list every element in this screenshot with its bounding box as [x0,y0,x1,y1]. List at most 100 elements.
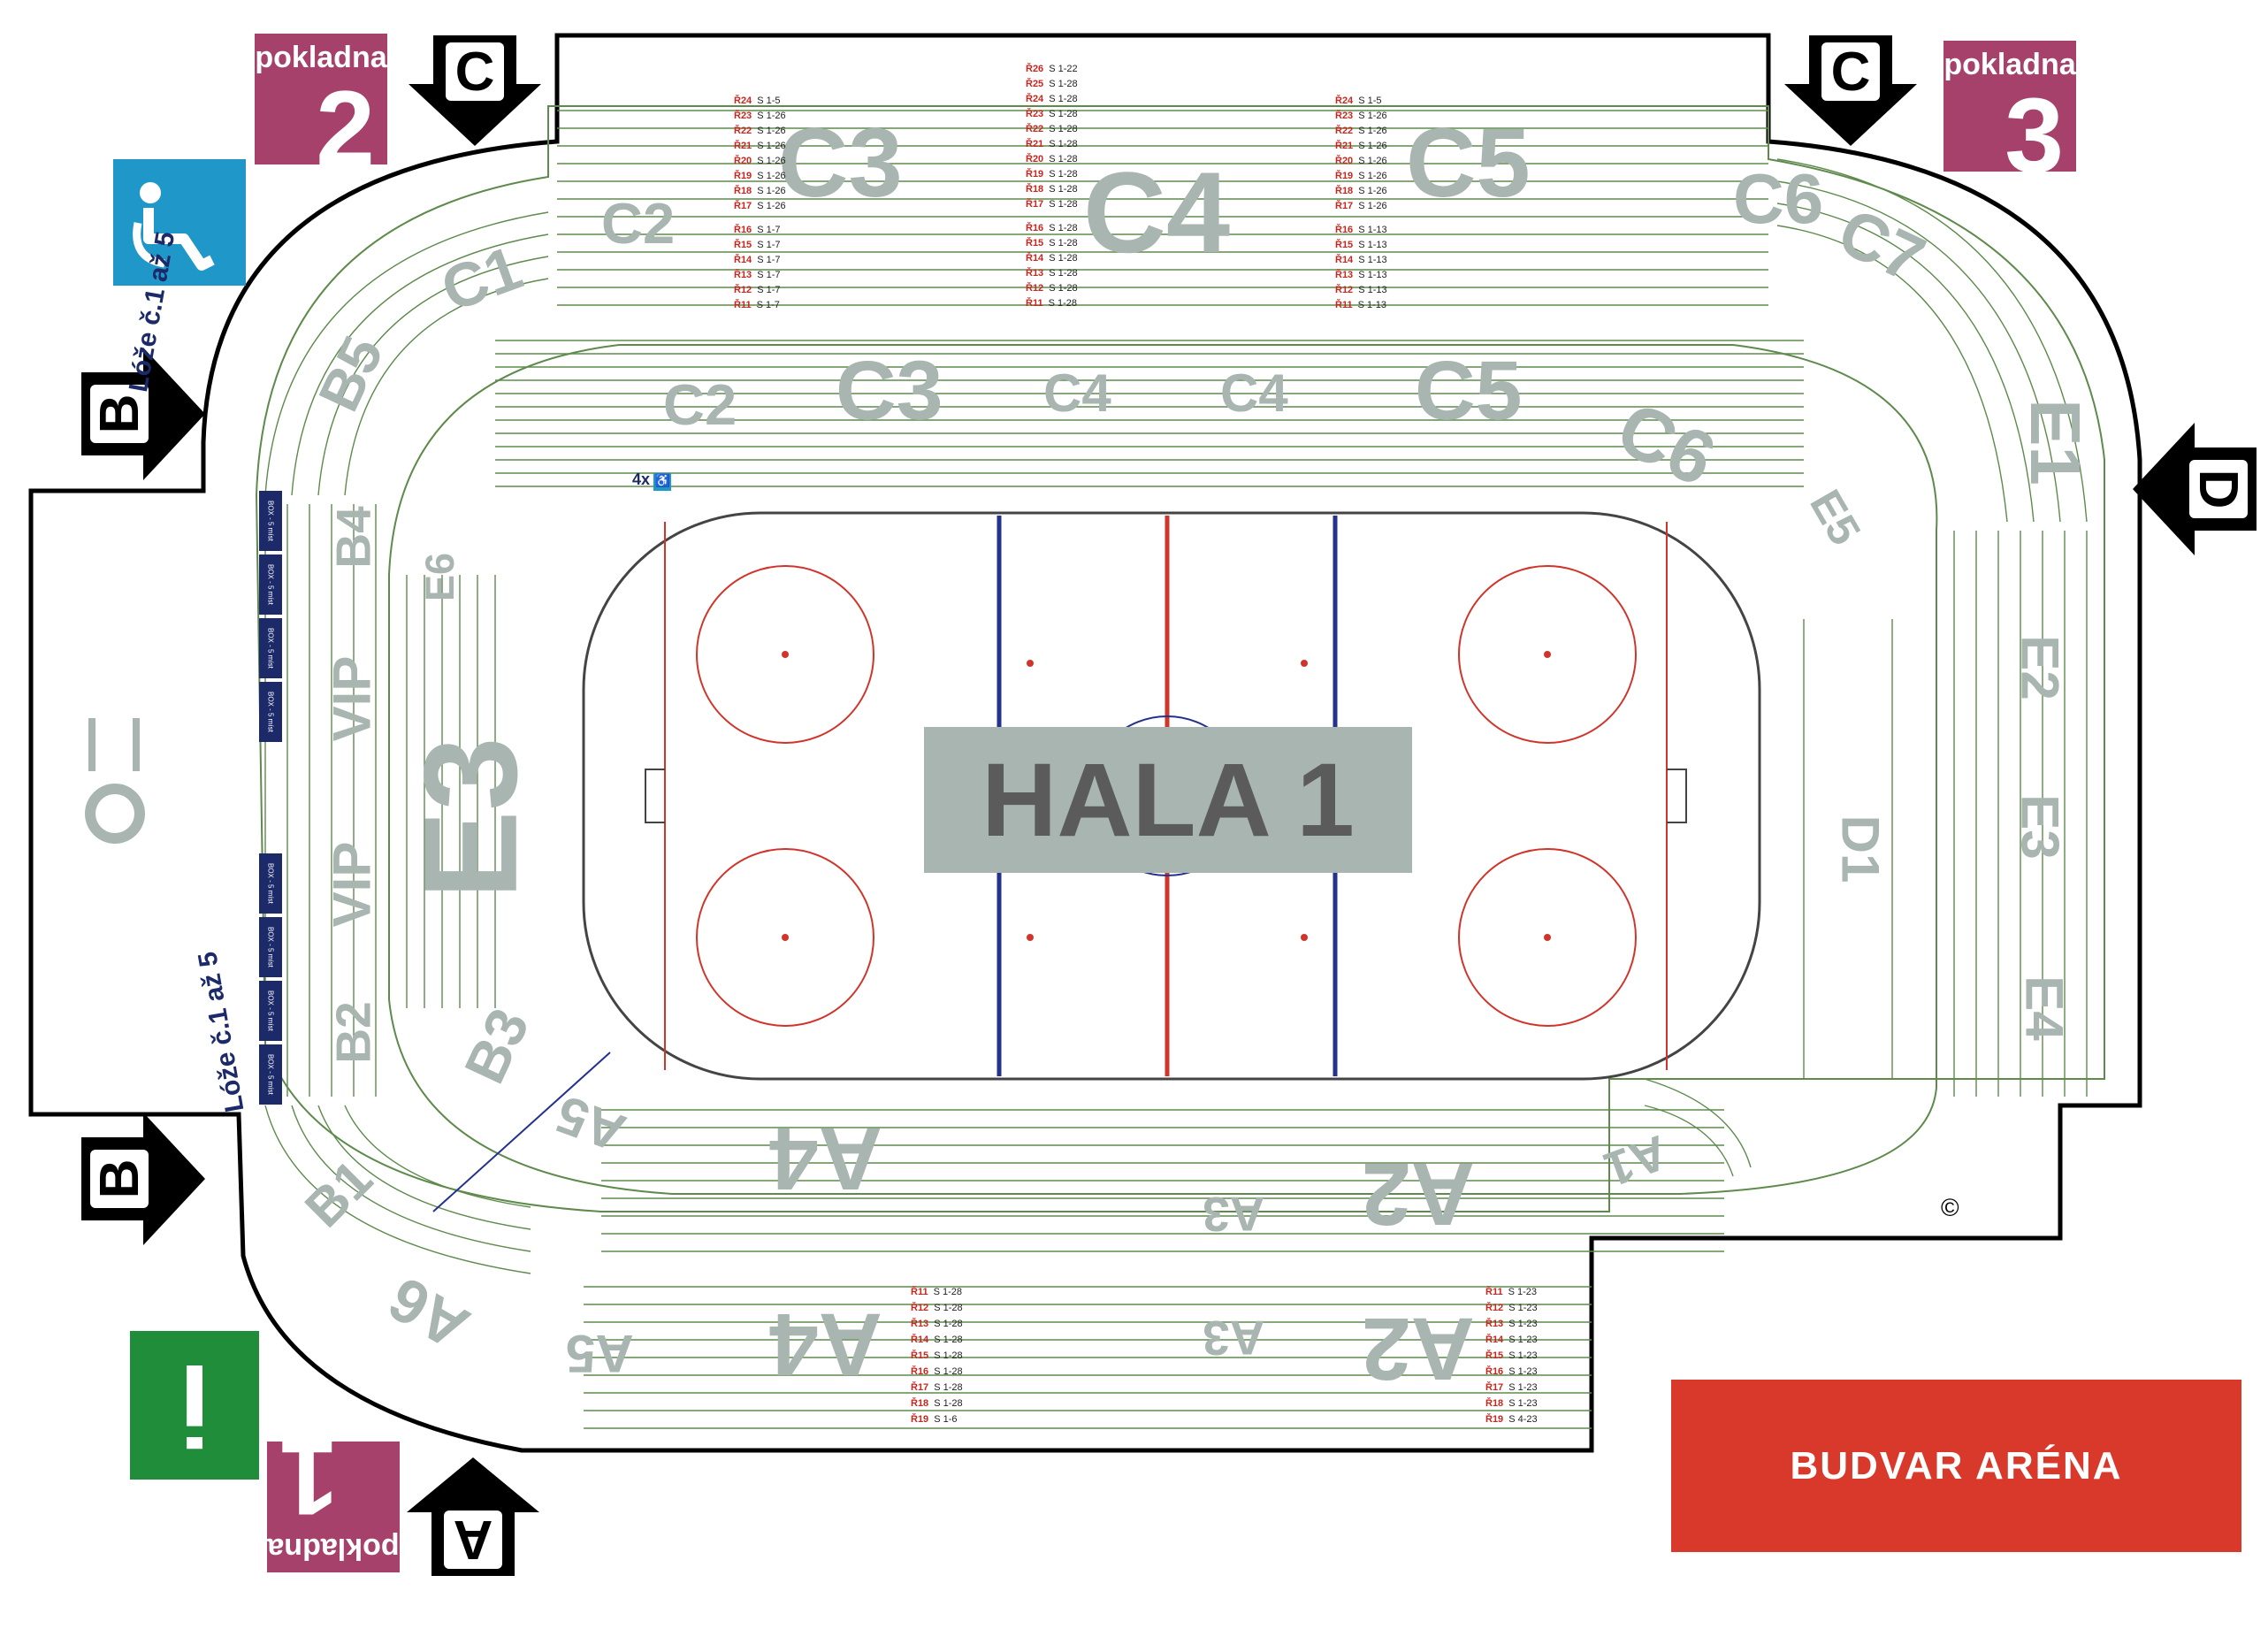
section-e4: E4 [2014,975,2074,1041]
section-e2: E2 [2010,635,2070,700]
gate-b-label: B [89,385,150,443]
seating-rows-corners [264,158,2088,1274]
section-c4-lower-left: C4 [1043,363,1111,423]
box-item: BOX - 5 míst [259,853,282,914]
section-a5-lower: A5 [566,1324,634,1383]
gate-c-label: C [446,42,504,103]
seating-rows-lower [584,1109,1724,1429]
concourse-outline [255,105,2105,1212]
section-vip-upper: VIP [322,655,382,742]
seating-rows-upper [495,110,1804,487]
section-c3-lower: C3 [836,344,943,438]
section-a3-upper: A3 [1203,1187,1265,1242]
hall-label: HALA 1 [981,741,1355,859]
ticket-office-number: 1 [279,1419,339,1537]
section-c2-lower: C2 [663,372,737,437]
brand-name: BUDVAR ARÉNA [1790,1443,2123,1488]
ticket-office-number: 3 [2005,76,2064,195]
section-e1: E1 [2015,399,2095,486]
gate-d-label: D [2188,460,2249,518]
building-outline [28,33,2142,1453]
box-item: BOX - 5 míst [259,682,282,742]
wheelchair-icon: ♿ [653,473,672,491]
brand-logo: BUDVAR ARÉNA [1671,1380,2241,1552]
gate-b-label: B [89,1150,150,1208]
gate-c-right: C [1784,35,1917,146]
box-item: BOX - 5 míst [259,917,282,977]
accessible-count: 4x [632,470,651,488]
section-e3-right: E3 [2010,794,2070,860]
info-icon: i [130,1331,259,1480]
box-item: BOX - 5 míst [259,618,282,678]
section-c4-lower-right: C4 [1220,363,1288,423]
lower-bowl-outline [388,344,1938,1195]
wheelchair-icon [113,159,246,286]
section-e6: E6 [417,552,463,602]
section-b4: B4 [325,506,381,569]
section-a2-upper: A2 [1362,1144,1475,1243]
gate-b-upper: B [81,348,205,480]
restaurant-icon [80,707,150,858]
gate-c-label: C [1821,42,1880,103]
hall-label-box: HALA 1 [924,727,1412,873]
ticket-office-2: pokladna 2 [255,34,387,181]
section-vip-lower: VIP [322,841,382,928]
box-item: BOX - 5 míst [259,491,282,551]
section-c5-lower: C5 [1415,344,1523,438]
gate-a: A [407,1457,539,1576]
section-c6-upper: C6 [1733,159,1824,238]
box-item: BOX - 5 míst [259,1044,282,1105]
section-a3-lower: A3 [1203,1311,1265,1365]
section-c4-upper: C4 [1083,148,1231,277]
section-a4-upper: A4 [769,1109,882,1208]
ticket-office-3: pokladna 3 [1943,41,2076,188]
